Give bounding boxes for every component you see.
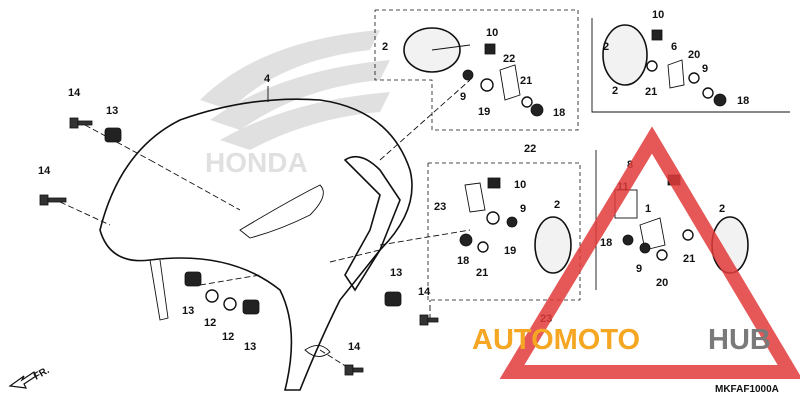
callout-14: 14 xyxy=(348,341,361,353)
callout-11: 9 xyxy=(520,203,526,215)
callout-18: 21 xyxy=(683,253,695,265)
washer-11-b xyxy=(702,87,714,99)
direction-label: FR. xyxy=(32,365,52,383)
callout-2: 2 xyxy=(612,85,618,97)
callout-14: 14 xyxy=(68,87,81,99)
grommet-group xyxy=(104,127,402,315)
callout-21: 19 xyxy=(478,106,490,118)
nut-16-d xyxy=(622,234,634,246)
callout-12: 13 xyxy=(244,341,256,353)
assembly-22-box xyxy=(374,9,579,131)
washer-21-b xyxy=(486,211,500,225)
nut-11-a xyxy=(462,69,474,81)
collar-13-b xyxy=(223,297,237,311)
callout-4: 4 xyxy=(264,73,271,85)
top-right-box xyxy=(591,18,790,113)
callout-22: 22 xyxy=(524,143,536,155)
callout-14: 14 xyxy=(418,286,431,298)
bolt-14-d xyxy=(344,364,354,376)
washer-17-a xyxy=(688,72,700,84)
washer-18-d xyxy=(682,229,694,241)
bolt-14-c-shaft xyxy=(427,317,439,323)
callout-17: 20 xyxy=(656,277,668,289)
collar-9-b xyxy=(651,29,663,41)
watermark-triangle-icon xyxy=(499,126,800,379)
reflector-2-b xyxy=(602,24,648,86)
bolt-14-c xyxy=(419,314,429,326)
callout-2: 2 xyxy=(719,203,725,215)
callout-21: 19 xyxy=(504,245,516,257)
honda-logo-text: HONDA xyxy=(205,147,308,178)
washer-18-c xyxy=(477,241,489,253)
watermark-text-gray: HUB xyxy=(708,324,771,356)
front-fender xyxy=(99,98,413,391)
nut-16-b xyxy=(713,93,727,107)
washer-21-a xyxy=(480,78,494,92)
callout-13: 12 xyxy=(222,331,234,343)
callout-2: 2 xyxy=(554,199,560,211)
callout-11: 9 xyxy=(702,63,708,75)
honda-wing-logo: HONDA xyxy=(200,30,390,178)
callout-2: 2 xyxy=(603,41,609,53)
callout-11: 9 xyxy=(460,91,466,103)
callout-labels: 4 14 13 14 13 12 12 13 13 14 14 2 10 22 … xyxy=(38,9,749,353)
reflector-2-c xyxy=(534,216,572,274)
nut-16-c xyxy=(459,233,473,247)
assembly-23-box xyxy=(427,162,581,301)
callout-13: 12 xyxy=(204,317,216,329)
callout-20: 23 xyxy=(434,201,446,213)
callout-9: 10 xyxy=(486,27,498,39)
callout-18: 21 xyxy=(520,75,532,87)
callout-9: 10 xyxy=(652,9,664,21)
nut-11-c xyxy=(506,216,518,228)
callout-6: 6 xyxy=(671,41,677,53)
washer-18-a xyxy=(521,96,533,108)
grommet-12-d xyxy=(384,291,402,307)
callout-14: 14 xyxy=(38,165,51,177)
bolt-14-b-shaft xyxy=(47,197,67,203)
arrow-icon xyxy=(8,371,37,389)
bracket-19 xyxy=(499,64,521,101)
bracket-20 xyxy=(464,182,486,213)
callout-16: 18 xyxy=(737,95,749,107)
callout-16: 18 xyxy=(600,237,612,249)
callout-12: 13 xyxy=(390,267,402,279)
grommet-12-c xyxy=(242,299,260,315)
nut-11-d xyxy=(639,242,651,254)
diagram-code: MKFAF1000A xyxy=(715,384,779,395)
bracket-6 xyxy=(667,59,685,89)
watermark-logo: AUTOMOTO HUB xyxy=(472,126,800,379)
collar-9-a xyxy=(484,43,496,55)
callout-16: 18 xyxy=(553,107,565,119)
callout-11: 9 xyxy=(636,263,642,275)
front-direction-arrow: FR. xyxy=(8,365,52,389)
callout-17: 20 xyxy=(688,49,700,61)
collar-13-a xyxy=(205,289,219,303)
callout-2: 2 xyxy=(382,41,388,53)
callout-1: 1 xyxy=(645,203,651,215)
grommet-12-a xyxy=(104,127,122,143)
watermark-text-orange: AUTOMOTO xyxy=(472,324,640,356)
callout-12: 13 xyxy=(182,305,194,317)
callout-16: 18 xyxy=(457,255,469,267)
washer-17-b xyxy=(656,249,668,261)
callout-18: 21 xyxy=(476,267,488,279)
callout-12: 13 xyxy=(106,105,118,117)
bolt-group xyxy=(39,117,439,376)
leader-lines xyxy=(59,79,471,373)
bolt-14-a xyxy=(69,117,79,129)
nut-16-a xyxy=(530,103,544,117)
bolt-14-b xyxy=(39,194,49,206)
bolt-14-d-shaft xyxy=(352,367,364,373)
grommet-12-b xyxy=(184,271,202,287)
bolt-14-a-shaft xyxy=(77,120,93,126)
callout-19: 22 xyxy=(503,53,515,65)
collar-9-c xyxy=(487,177,501,189)
bracket-1 xyxy=(639,217,666,251)
washer-18-b xyxy=(646,60,658,72)
callout-9: 10 xyxy=(514,179,526,191)
callout-18: 21 xyxy=(645,86,657,98)
